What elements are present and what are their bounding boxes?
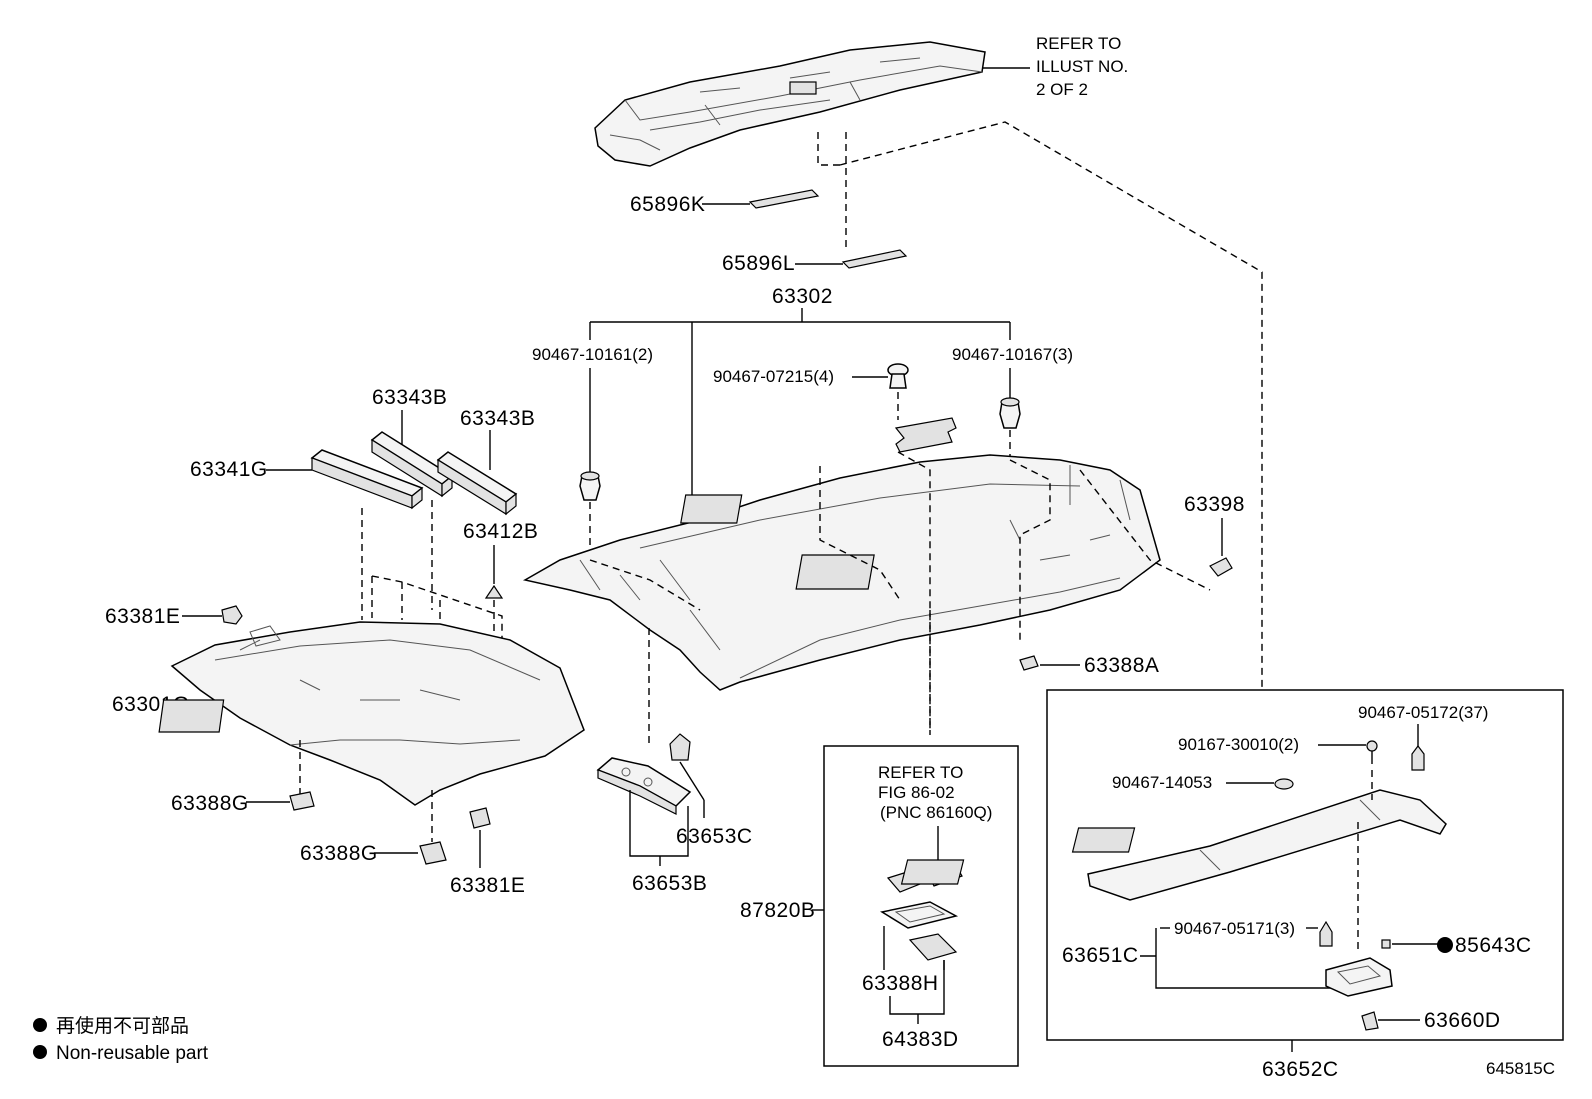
clip-90467-07215: [887, 363, 909, 389]
part-63398: [1209, 557, 1233, 577]
part-63653B: [596, 757, 692, 815]
label-90467-05171: 90467-05171(3): [1174, 919, 1295, 938]
refer-fig-note-line2: FIG 86-02: [878, 783, 955, 802]
part-85643C: [1381, 939, 1391, 949]
label-63381E-b: 63381E: [450, 874, 525, 897]
label-85643C: 85643C: [1455, 934, 1532, 957]
part-63388G-a: [289, 791, 315, 811]
label-63653C: 63653C: [676, 825, 753, 848]
part-63412B: [484, 584, 504, 599]
figure-id: 645815C: [1486, 1059, 1555, 1078]
label-87820B: 87820B: [740, 899, 815, 922]
clip-90467-10161: [579, 471, 601, 501]
legend-jp: 再使用不可部品: [56, 1015, 189, 1037]
label-63302: 63302: [772, 285, 833, 308]
label-63341G: 63341G: [190, 458, 268, 481]
clip-90467-05171: [1319, 920, 1333, 947]
refer-note-illust: REFER TO: [1036, 34, 1121, 53]
label-63343B-a: 63343B: [372, 386, 447, 409]
label-90467-10161: 90467-10161(2): [532, 345, 653, 364]
legend-en: Non-reusable part: [56, 1043, 209, 1064]
part-65896L: [841, 249, 908, 269]
label-90467-10167: 90467-10167(3): [952, 345, 1073, 364]
console-box: [1046, 689, 1564, 1041]
refer-fig-note: REFER TO: [878, 763, 963, 782]
console-63652C: [900, 789, 1447, 901]
nut-90467-14053: [1274, 778, 1294, 790]
label-64383D: 64383D: [882, 1028, 959, 1051]
part-65896K: [748, 189, 820, 209]
screw-90167-30010: [1366, 740, 1378, 764]
part-63651C: [1325, 957, 1393, 997]
part-63381E-a: [221, 605, 243, 625]
label-65896K: 65896K: [630, 193, 705, 216]
label-63343B-b: 63343B: [460, 407, 535, 430]
label-63388A: 63388A: [1084, 654, 1159, 677]
refer-note-illust-line2: ILLUST NO.: [1036, 57, 1128, 76]
label-90467-05172: 90467-05172(37): [1358, 703, 1488, 722]
refer-fig-note-line3: (PNC 86160Q): [880, 803, 992, 822]
headliner-main-63302: [522, 454, 1161, 691]
part-63653C: [669, 733, 691, 761]
clip-90467-05172: [1411, 745, 1425, 771]
part-63388A: [1019, 655, 1039, 671]
headliner-63301G: [158, 621, 585, 806]
label-63660D: 63660D: [1424, 1009, 1501, 1032]
label-65896L: 65896L: [722, 252, 795, 275]
part-63341G: [310, 449, 424, 510]
label-63651C: 63651C: [1062, 944, 1139, 967]
label-63381E-a: 63381E: [105, 605, 180, 628]
label-63412B: 63412B: [463, 520, 538, 543]
part-63388G-b: [419, 841, 447, 865]
label-63388G-b: 63388G: [300, 842, 378, 865]
part-63660D: [1361, 1011, 1379, 1031]
label-90467-14053: 90467-14053: [1112, 773, 1212, 792]
part-63388H: [880, 901, 959, 929]
legend-bullet-jp: [33, 1018, 47, 1032]
roof-panel-illustration: [594, 41, 986, 167]
legend-bullet-en: [33, 1045, 47, 1059]
label-90167-30010: 90167-30010(2): [1178, 735, 1299, 754]
label-90467-07215: 90467-07215(4): [713, 367, 834, 386]
label-63652C: 63652C: [1262, 1058, 1339, 1081]
label-63398: 63398: [1184, 493, 1245, 516]
refer-note-illust-line3: 2 OF 2: [1036, 80, 1088, 99]
non-reusable-mark-85643C: [1437, 937, 1453, 953]
part-63343B-b: [436, 451, 518, 516]
label-63388G-a: 63388G: [171, 792, 249, 815]
clip-90467-10167: [999, 397, 1021, 429]
refer-fig-box: [823, 745, 1019, 1067]
label-63653B: 63653B: [632, 872, 707, 895]
part-63381E-b: [469, 807, 491, 829]
part-64383D: [908, 933, 958, 961]
label-63388H: 63388H: [862, 972, 939, 995]
bracket-plate: [894, 417, 957, 453]
